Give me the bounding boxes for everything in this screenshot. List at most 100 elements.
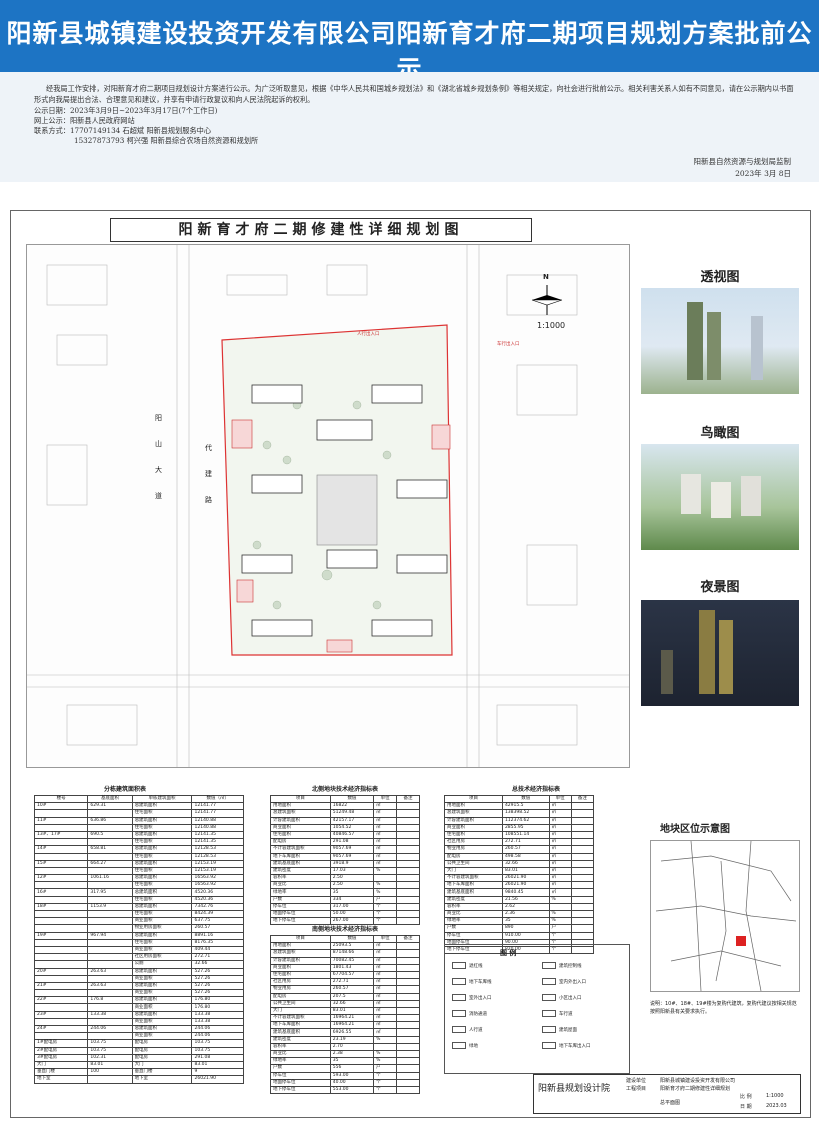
table-cell: 大门 [131, 1060, 193, 1070]
table-cell: 23# [33, 1010, 89, 1019]
table-cell: 133.38 [191, 1017, 244, 1027]
table-cell: 103.75 [191, 1046, 244, 1055]
table-cell: 16822 [329, 802, 375, 811]
table-cell: ㎡ [548, 859, 572, 868]
table-cell: 12128.53 [191, 845, 244, 854]
table-cell: 16964.21 [329, 1021, 375, 1030]
table-cell: 配电房 [270, 838, 331, 847]
table-cell [87, 974, 133, 983]
table-cell: 建筑基底面积 [270, 1028, 331, 1037]
table-cell: 272.71 [329, 978, 375, 987]
table-cell: 配电房 [131, 1039, 193, 1048]
table-header-cell: 单位 [373, 934, 398, 944]
table-cell: 地下室 [131, 1075, 193, 1084]
table-cell [396, 978, 420, 987]
project-label: 工程项目 [626, 1086, 647, 1092]
table-cell: 11# [33, 816, 89, 825]
table-cell [570, 852, 595, 861]
table-cell: 2#配电房 [33, 1046, 89, 1055]
notice-issuer: 阳新县自然资源与规划局监制 [693, 157, 792, 166]
table-cell: 总建筑面积 [131, 996, 193, 1005]
table-cell [396, 1085, 420, 1095]
table-cell: 总建筑面积 [131, 802, 193, 811]
table-cell: 103.75 [191, 1039, 244, 1048]
gate2-label: 车行出入口 [497, 342, 520, 347]
table-cell: 629.31 [87, 802, 133, 811]
table-cell: ㎡ [373, 985, 398, 994]
table-header-cell: 楼号 [33, 794, 89, 804]
table-cell: 527.26 [191, 974, 244, 983]
table-cell: 658.81 [87, 845, 133, 854]
table-cell: 10# [33, 802, 89, 811]
notice-panel: 经我局工作安排，对阳新育才府二期项目规划设计方案进行公示。为广泛听取意见，根据《… [0, 72, 819, 182]
table-cell: 总建筑面积 [131, 874, 193, 883]
table-cell: 291.08 [329, 838, 375, 847]
table-cell: 物业用房 [270, 985, 331, 994]
legend-swatch [452, 962, 466, 969]
table-header-cell: 数值 [501, 794, 550, 804]
client-label: 建设单位 [626, 1078, 647, 1084]
table-header-cell: 项目 [270, 794, 331, 804]
project-name: 阳新育才府二期修建性详细规划 [660, 1086, 731, 1092]
table-cell: 103.75 [87, 1039, 133, 1048]
aerial-label: 鸟瞰图 [700, 426, 740, 441]
table-cell: % [373, 888, 398, 897]
table-cell: % [548, 895, 572, 904]
table-cell: 不计容建筑面积 [270, 845, 331, 854]
table-cell: 100 [87, 1068, 133, 1077]
table-cell: 停车位 [270, 1071, 331, 1080]
table-cell: ㎡ [373, 942, 398, 951]
table-cell: 地下室 [33, 1075, 89, 1084]
table-cell: 地下车库面积 [270, 852, 331, 861]
table-cell: 87148.66 [329, 949, 375, 958]
table-cell [396, 881, 420, 890]
road-label-left: 阳山大道 [155, 414, 162, 500]
table-cell: ㎡ [373, 1021, 398, 1030]
table-cell: 17.03 [329, 866, 375, 876]
table-cell: 建筑密度 [270, 1035, 331, 1044]
table-cell [570, 845, 595, 854]
table-cell: 26021.90 [501, 874, 550, 883]
table-cell [33, 1003, 89, 1012]
table-cell: ㎡ [373, 823, 398, 832]
table-cell: 9840.45 [501, 888, 550, 897]
table-cell: 2.50 [329, 881, 375, 890]
table-cell [33, 989, 89, 998]
table-cell [396, 1064, 420, 1073]
table-cell: 户 [373, 895, 398, 904]
table-cell: 133.38 [191, 1010, 244, 1019]
table-cell: 14# [33, 845, 89, 854]
table-cell: 容积率 [270, 874, 331, 883]
table-cell: 1801.43 [329, 963, 375, 972]
table-cell: 15# [33, 859, 89, 868]
table-cell: ㎡ [548, 881, 572, 890]
table-cell: 2.36 [501, 909, 550, 919]
table-cell: 垂直门楼 [33, 1068, 89, 1077]
date-field-label: 日 期 [740, 1104, 752, 1110]
table-cell: 664.27 [87, 859, 133, 868]
table-cell [396, 895, 420, 904]
table-cell: ㎡ [373, 956, 398, 965]
table-cell: 1054.52 [329, 823, 375, 832]
table-cell [87, 917, 133, 926]
